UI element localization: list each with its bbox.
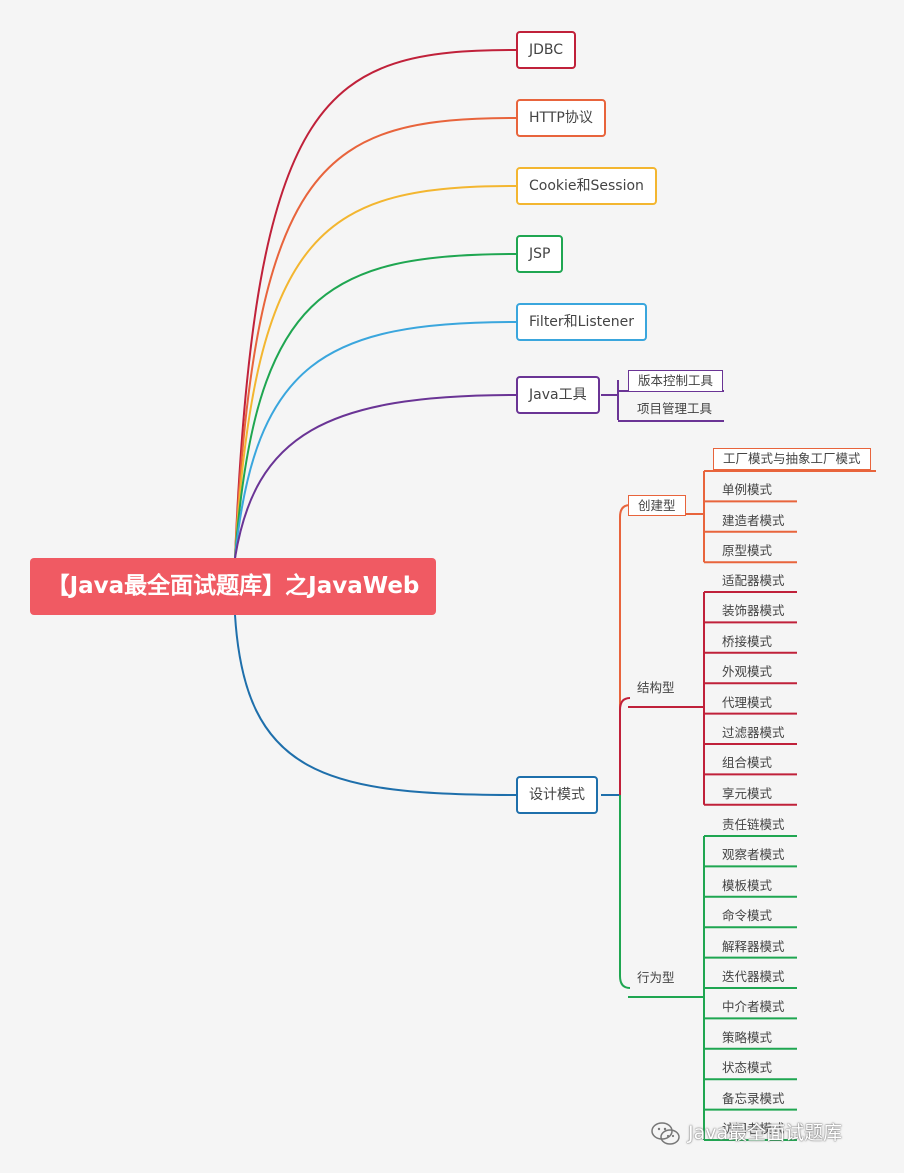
watermark: Java最全面试题库 — [650, 1118, 842, 1148]
connector-jdbc — [234, 49, 517, 559]
pattern-structural-4[interactable]: 代理模式 — [722, 694, 773, 710]
pattern-behavioral-2[interactable]: 模板模式 — [722, 877, 773, 893]
connector-cookie — [234, 185, 517, 559]
pattern-creational-1[interactable]: 单例模式 — [722, 482, 773, 498]
connector-tools — [234, 394, 517, 559]
topic-filter[interactable]: Filter和Listener — [516, 303, 647, 341]
topic-jsp[interactable]: JSP — [516, 235, 564, 273]
group-structural[interactable]: 结构型 — [637, 680, 675, 695]
pattern-behavioral-1[interactable]: 观察者模式 — [722, 847, 785, 863]
pattern-structural-3[interactable]: 外观模式 — [722, 664, 773, 680]
topic-http[interactable]: HTTP协议 — [516, 99, 606, 137]
topic-jdbc[interactable]: JDBC — [516, 31, 577, 69]
pattern-structural-5[interactable]: 过滤器模式 — [722, 725, 785, 740]
topic-tools[interactable]: Java工具 — [516, 376, 600, 414]
group-branch-behavioral — [619, 795, 631, 989]
pattern-behavioral-4[interactable]: 解释器模式 — [722, 938, 785, 954]
tools-child-0[interactable]: 版本控制工具 — [628, 370, 724, 392]
connector-jsp — [234, 253, 517, 559]
pattern-structural-7[interactable]: 享元模式 — [722, 785, 773, 801]
group-branch-creational — [619, 504, 631, 795]
connector-patterns — [234, 614, 517, 796]
tools-child-1[interactable]: 项目管理工具 — [637, 401, 713, 416]
pattern-behavioral-6[interactable]: 中介者模式 — [722, 999, 785, 1015]
wechat-icon — [651, 1121, 680, 1145]
pattern-structural-6[interactable]: 组合模式 — [722, 755, 773, 771]
connector-http — [234, 117, 517, 559]
topic-cookie[interactable]: Cookie和Session — [516, 167, 657, 205]
pattern-creational-3[interactable]: 原型模式 — [722, 543, 773, 559]
pattern-behavioral-10[interactable]: 访问者模式 — [722, 1121, 785, 1136]
group-behavioral[interactable]: 行为型 — [637, 970, 675, 985]
group-branch-structural — [619, 697, 631, 795]
connector-filter — [234, 321, 517, 559]
root-topic[interactable]: 【Java最全面试题库】之JavaWeb — [30, 558, 436, 615]
pattern-structural-0[interactable]: 适配器模式 — [722, 573, 785, 588]
pattern-behavioral-8[interactable]: 状态模式 — [722, 1060, 773, 1076]
pattern-behavioral-9[interactable]: 备忘录模式 — [722, 1090, 785, 1106]
topic-patterns[interactable]: 设计模式 — [516, 776, 598, 814]
pattern-creational-0[interactable]: 工厂模式与抽象工厂模式 — [713, 448, 871, 470]
group-creational[interactable]: 创建型 — [628, 495, 686, 516]
pattern-structural-2[interactable]: 桥接模式 — [722, 633, 773, 649]
pattern-behavioral-0[interactable]: 责任链模式 — [722, 817, 785, 832]
pattern-creational-2[interactable]: 建造者模式 — [722, 512, 785, 528]
pattern-structural-1[interactable]: 装饰器模式 — [722, 603, 785, 619]
pattern-behavioral-3[interactable]: 命令模式 — [722, 908, 773, 924]
watermark-text: Java最全面试题库 — [688, 1122, 843, 1144]
pattern-behavioral-5[interactable]: 迭代器模式 — [722, 969, 785, 984]
pattern-behavioral-7[interactable]: 策略模式 — [722, 1029, 773, 1045]
